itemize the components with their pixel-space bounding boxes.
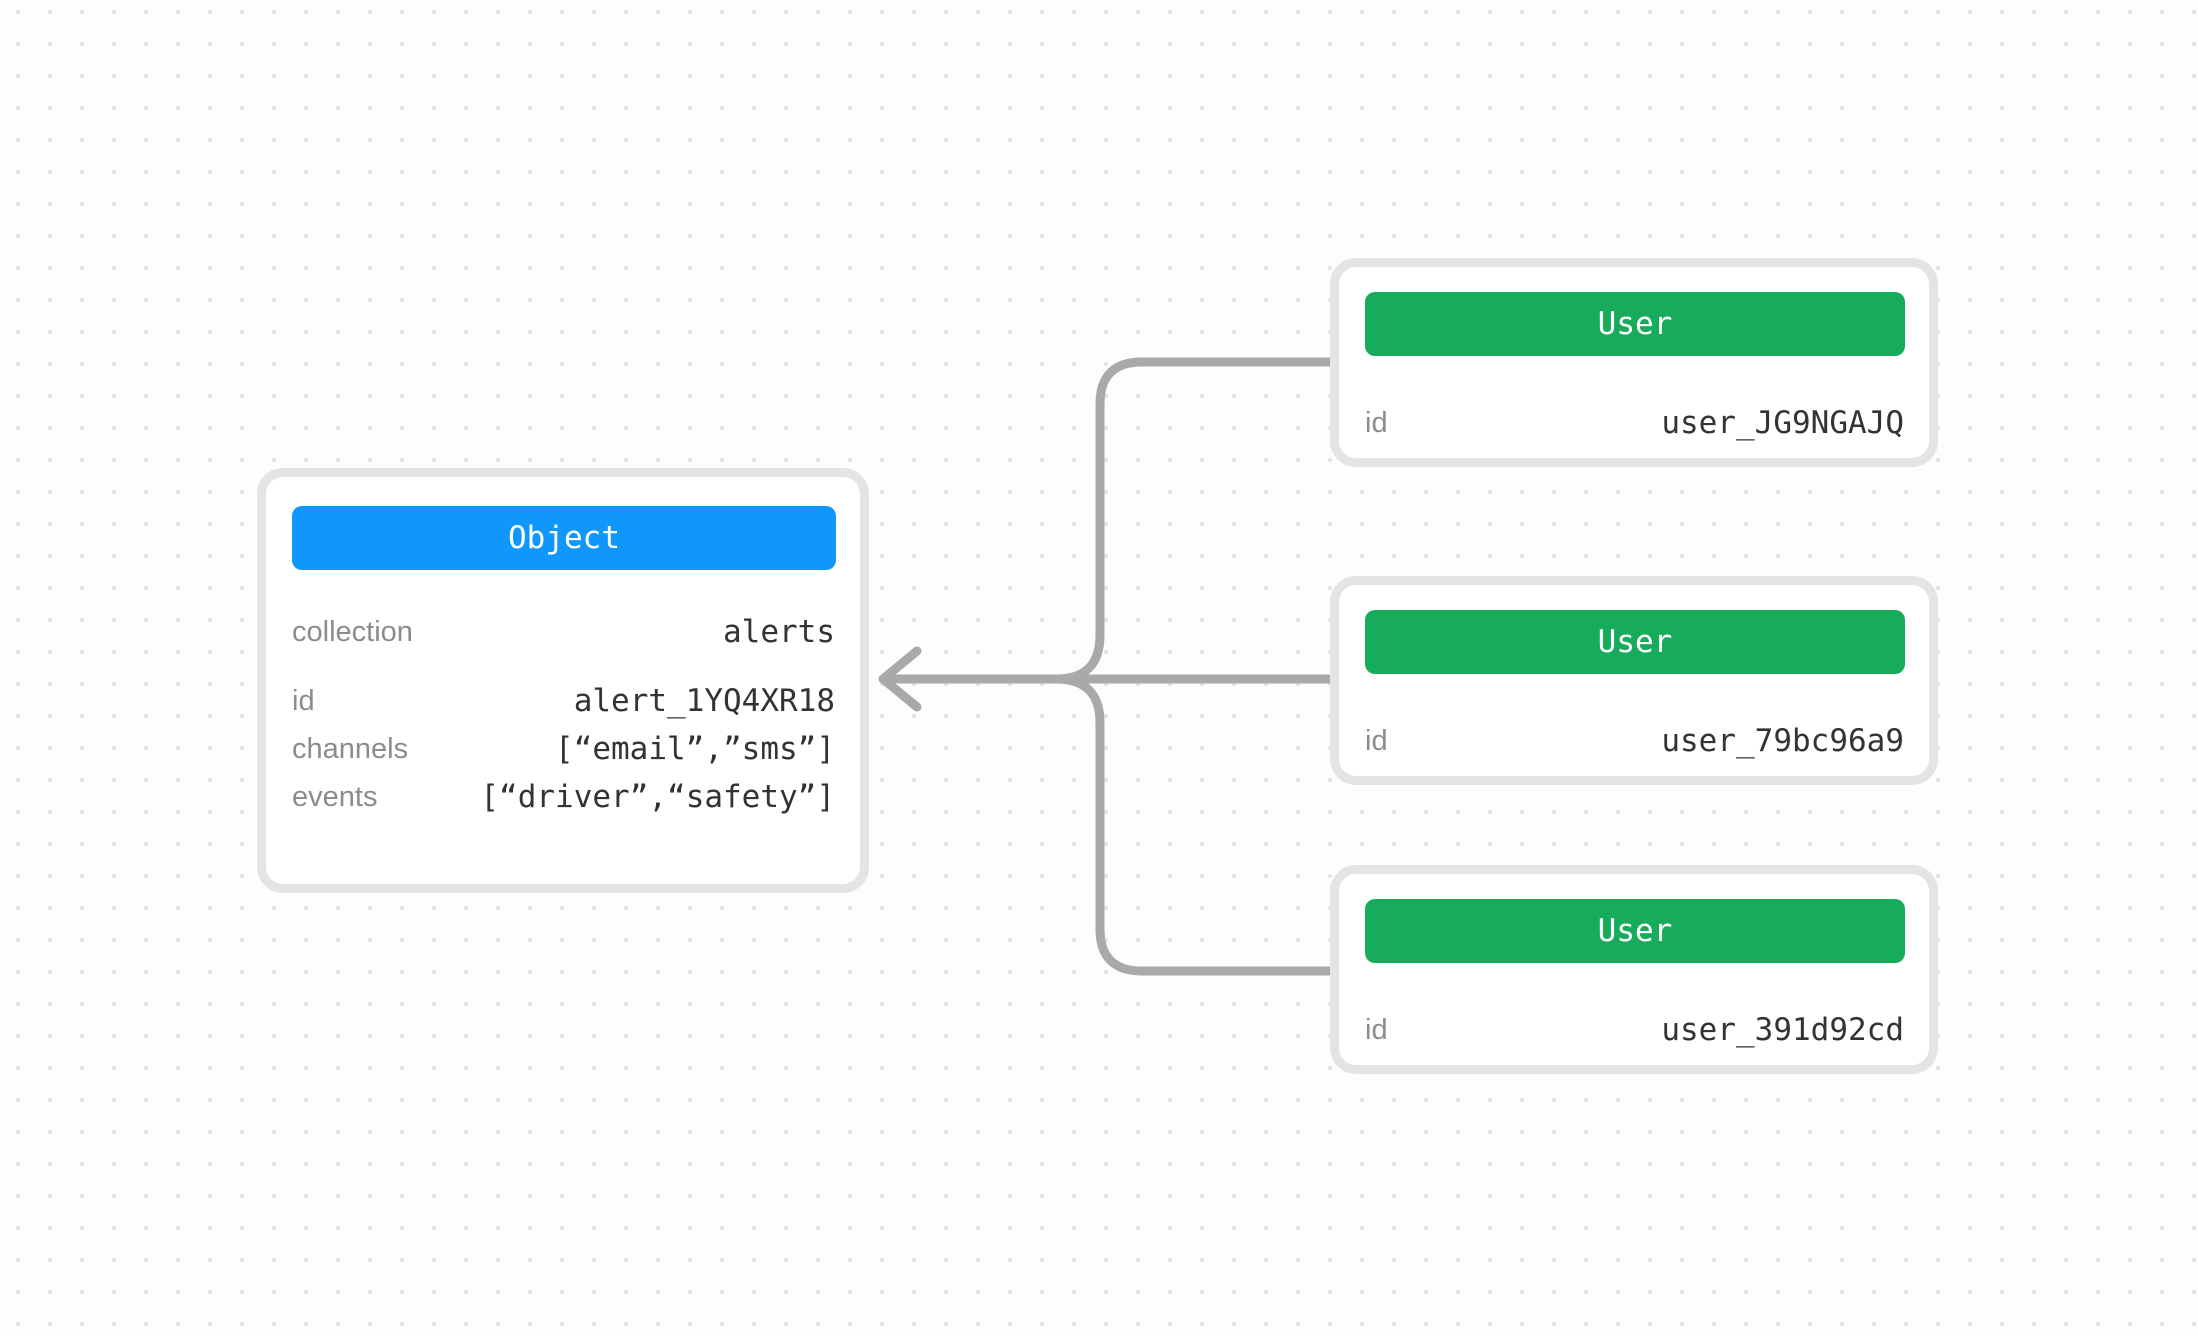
- user-node-header: User: [1365, 899, 1905, 963]
- user-row-id: id user_JG9NGAJQ: [1365, 399, 1904, 447]
- connector-bottom-branch: [1051, 674, 1339, 976]
- field-value: [“driver”,“safety”]: [480, 779, 835, 815]
- field-value: user_79bc96a9: [1661, 723, 1904, 759]
- arrowhead-icon: [878, 646, 922, 712]
- user-node-1: User id user_JG9NGAJQ: [1330, 258, 1938, 467]
- field-value: [“email”,”sms”]: [555, 731, 835, 767]
- object-node-header: Object: [292, 506, 836, 570]
- field-value: alert_1YQ4XR18: [573, 683, 835, 719]
- field-value: alerts: [723, 614, 835, 650]
- field-label: id: [292, 684, 315, 717]
- user-node-3: User id user_391d92cd: [1330, 865, 1938, 1074]
- user-node-2: User id user_79bc96a9: [1330, 576, 1938, 785]
- user-row-id: id user_391d92cd: [1365, 1006, 1904, 1054]
- field-label: id: [1365, 406, 1388, 439]
- field-label: id: [1365, 1013, 1388, 1046]
- object-row-events: events [“driver”,“safety”]: [292, 773, 835, 821]
- user-node-header: User: [1365, 610, 1905, 674]
- object-row-id: id alert_1YQ4XR18: [292, 677, 835, 725]
- object-row-collection: collection alerts: [292, 608, 835, 656]
- field-label: collection: [292, 615, 413, 648]
- field-value: user_JG9NGAJQ: [1661, 405, 1904, 441]
- connector-top-branch: [1051, 357, 1339, 684]
- field-label: channels: [292, 732, 409, 765]
- user-row-id: id user_79bc96a9: [1365, 717, 1904, 765]
- object-row-channels: channels [“email”,”sms”]: [292, 725, 835, 773]
- user-node-header: User: [1365, 292, 1905, 356]
- field-label: id: [1365, 724, 1388, 757]
- object-node: Object collection alerts id alert_1YQ4XR…: [257, 468, 869, 893]
- field-label: events: [292, 780, 378, 813]
- field-value: user_391d92cd: [1661, 1012, 1904, 1048]
